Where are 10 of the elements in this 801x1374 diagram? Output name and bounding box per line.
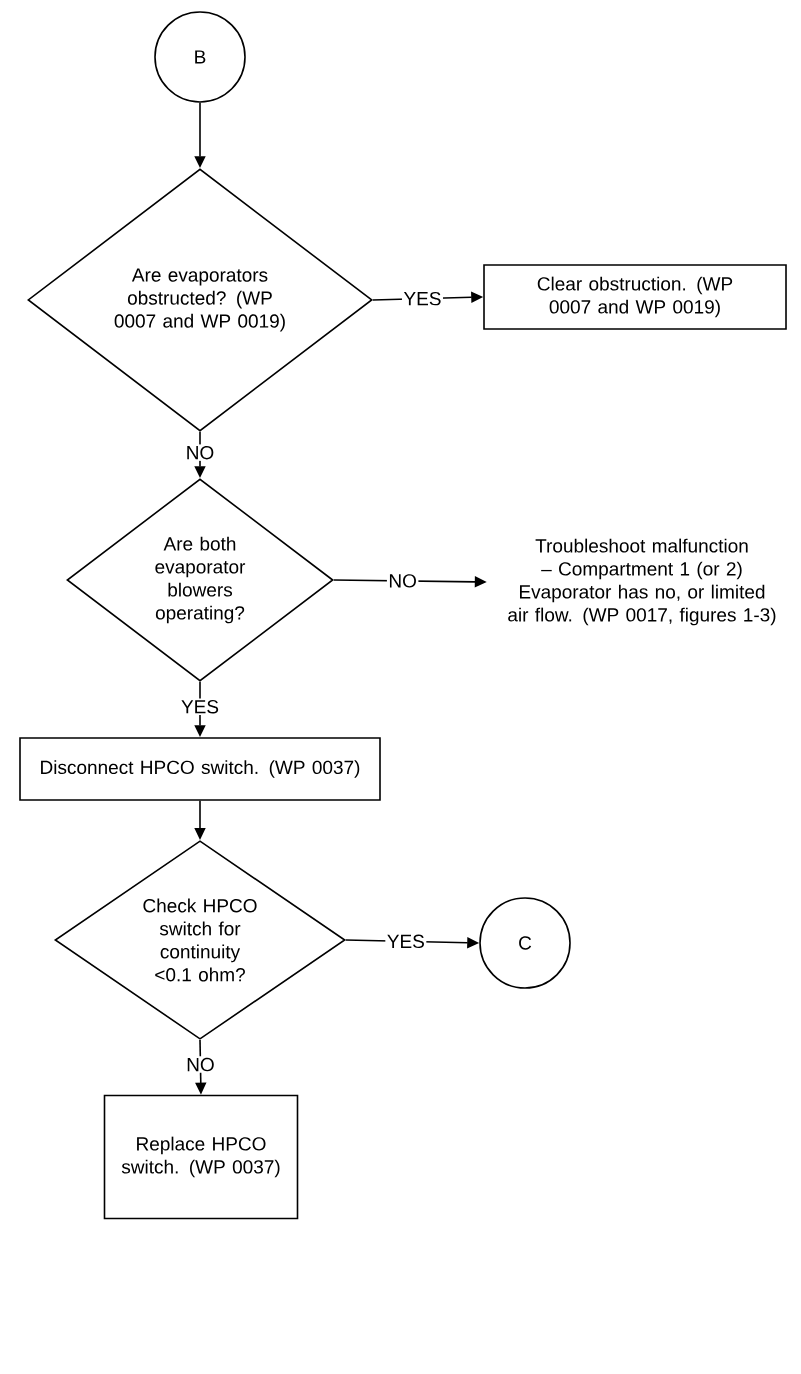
process-box: Disconnect HPCO switch. (WP 0037) [19, 737, 381, 801]
edge-label: NO [184, 1056, 217, 1073]
process-box: Clear obstruction. (WP 0007 and WP 0019) [483, 264, 787, 330]
note-text: Troubleshoot malfunction – Compartment 1 (or 2) Evaporator has no, or limited air flow. (WP 0017, figures 1-3) [508, 538, 776, 626]
process-box: Replace HPCO switch. (WP 0037) [103, 1094, 299, 1220]
edge-label: NO [386, 572, 419, 590]
edge-label: YES [385, 933, 427, 950]
edge-label: NO [184, 444, 216, 461]
edge-label: YES [179, 698, 221, 715]
edge-label: YES [401, 290, 443, 307]
